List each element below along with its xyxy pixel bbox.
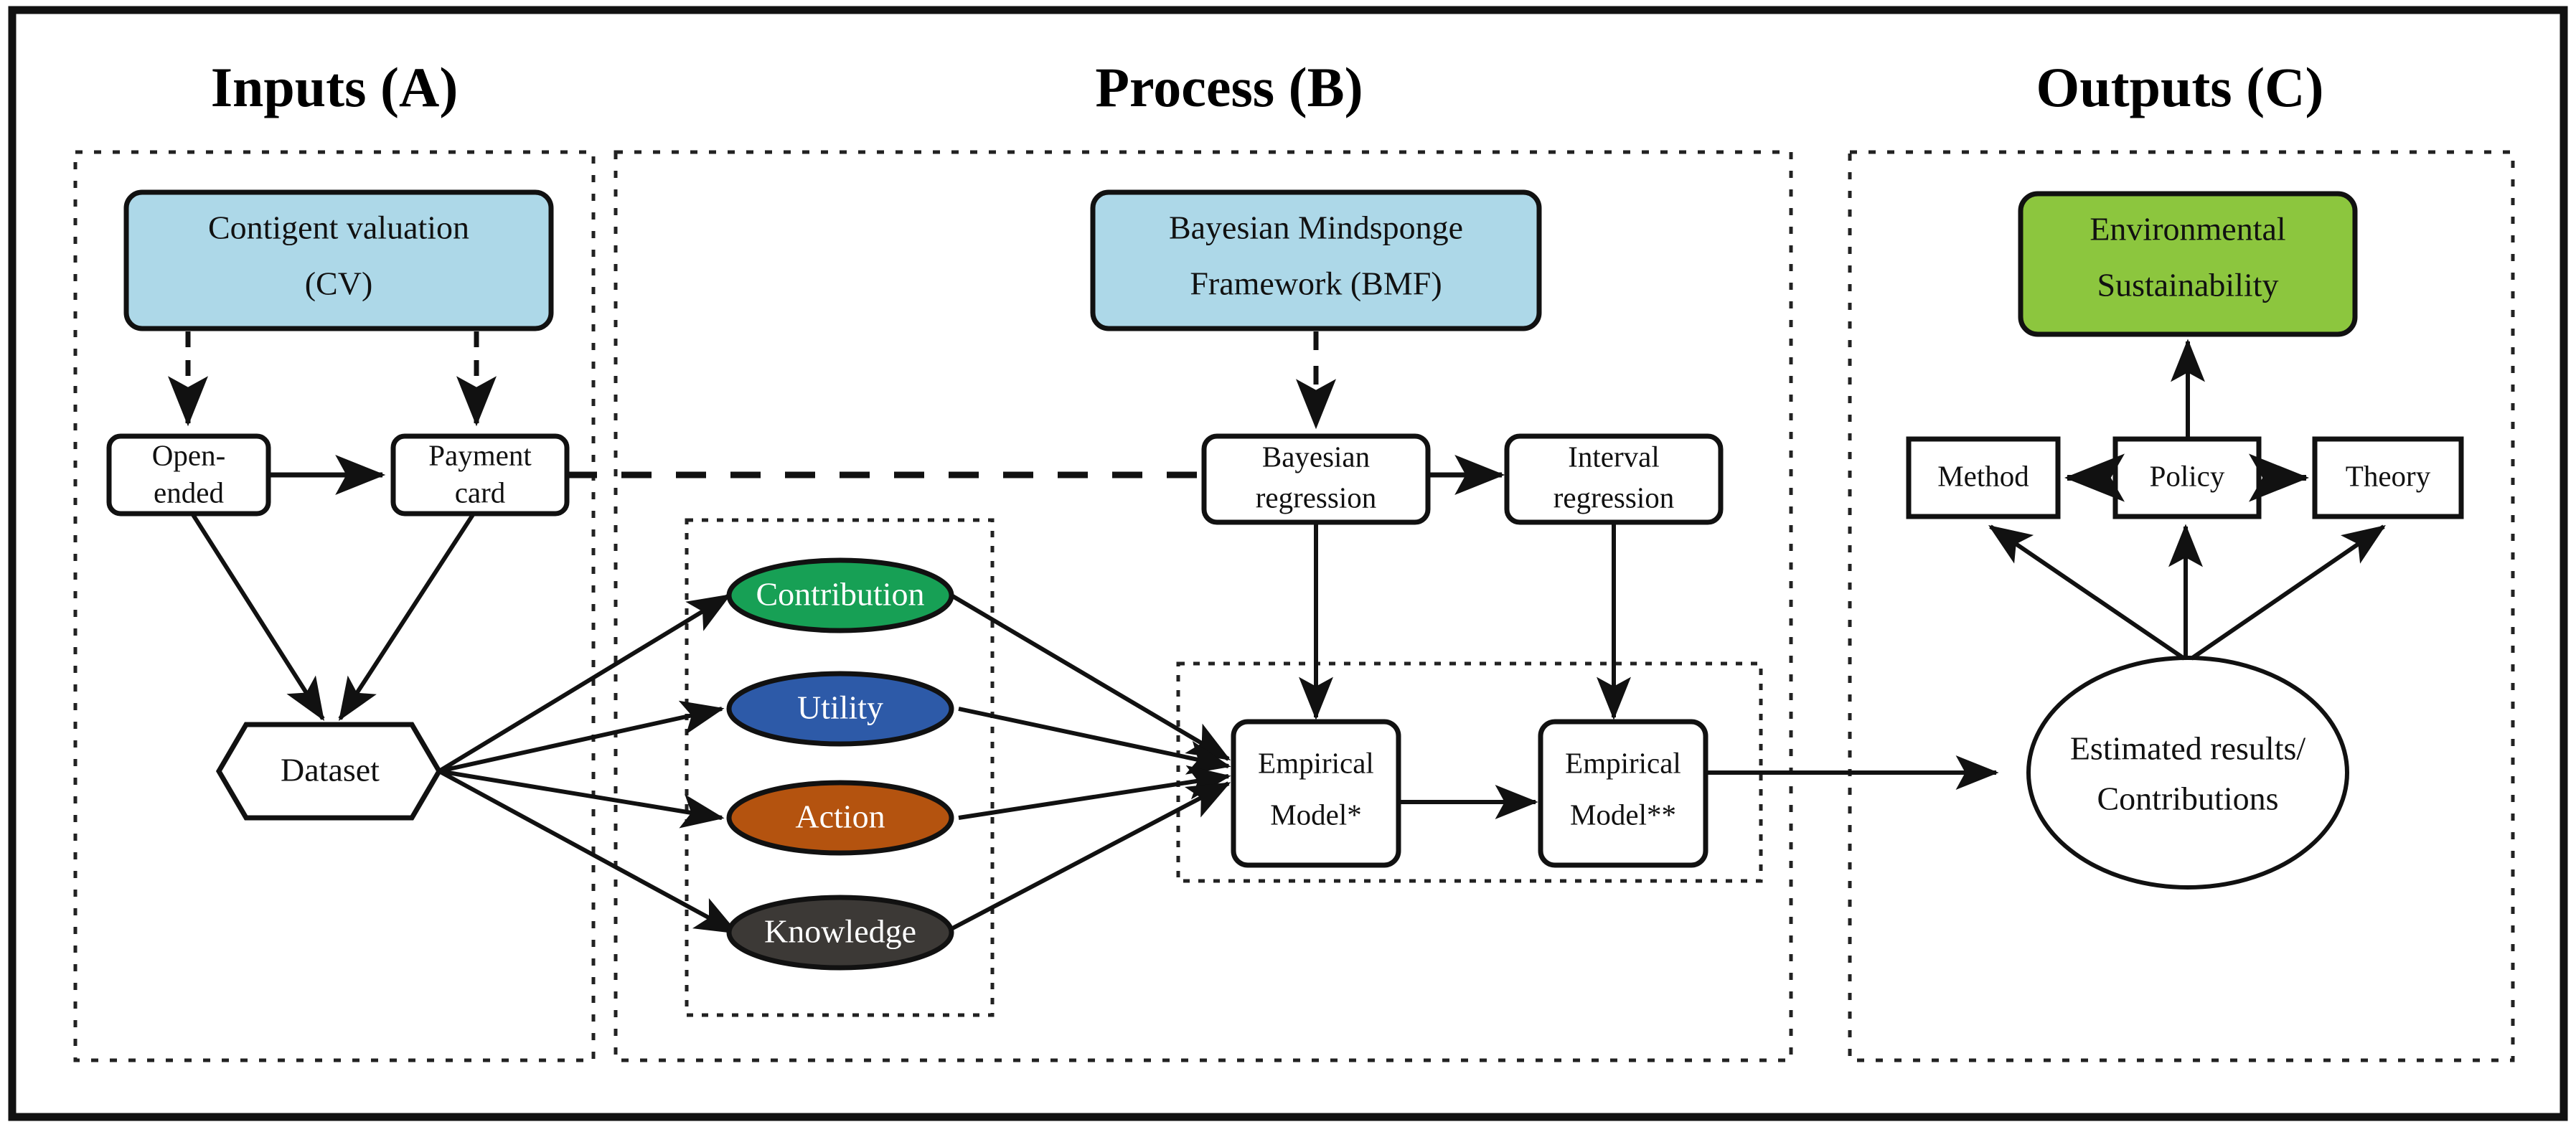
edge-utility-to-empirical-model-1 bbox=[958, 707, 1231, 775]
node-method-label: Method bbox=[1937, 459, 2029, 492]
node-method-shape bbox=[1906, 436, 2061, 519]
section-box-process bbox=[614, 150, 1793, 1062]
node-bayesian-mindsponge-framework[interactable]: Bayesian Mindsponge Framework (BMF) bbox=[1090, 189, 1542, 331]
node-contribution-shape bbox=[726, 557, 954, 633]
edge-payment-card-to-dataset bbox=[338, 512, 476, 722]
node-dataset[interactable]: Dataset bbox=[215, 722, 443, 821]
node-empirical-model-1-shape bbox=[1231, 719, 1401, 868]
node-policy-shape bbox=[2112, 436, 2262, 519]
node-estimated-results[interactable]: Estimated results/ Contributions bbox=[2026, 656, 2349, 890]
node-contribution-label: Contribution bbox=[756, 576, 924, 613]
edge-open-ended-to-dataset bbox=[190, 512, 325, 722]
node-utility-label: Utility bbox=[797, 689, 883, 726]
node-method[interactable]: Method bbox=[1906, 436, 2061, 519]
node-contigent-valuation-label-2: (CV) bbox=[305, 265, 373, 302]
node-dataset-shape bbox=[215, 722, 443, 821]
node-open-ended-label-1: Open- bbox=[152, 438, 225, 471]
node-bayesian-regression[interactable]: Bayesian regression bbox=[1201, 433, 1431, 525]
edge-estimated-results-to-method bbox=[1988, 524, 2186, 661]
node-environmental-sustainability[interactable]: Environmental Sustainability bbox=[2018, 191, 2358, 337]
node-estimated-results-label-2: Contributions bbox=[2097, 781, 2278, 817]
node-knowledge-label: Knowledge bbox=[764, 913, 916, 950]
node-payment-card[interactable]: Payment card bbox=[390, 433, 570, 517]
node-payment-card-label-1: Payment bbox=[428, 438, 532, 471]
node-policy[interactable]: Policy bbox=[2112, 436, 2262, 519]
node-action-label: Action bbox=[795, 798, 885, 835]
node-action-shape bbox=[726, 780, 954, 856]
node-empirical-model-2[interactable]: Empirical Model** bbox=[1538, 719, 1708, 868]
edge-dataset-to-action bbox=[438, 769, 725, 829]
edge-dataset-to-contribution bbox=[438, 593, 732, 773]
node-interval-regression-label-2: regression bbox=[1553, 481, 1675, 514]
node-empirical-model-2-label-1: Empirical bbox=[1565, 746, 1681, 779]
edge-contribution-to-empirical-model-1 bbox=[950, 593, 1231, 761]
node-bmf-shape bbox=[1090, 189, 1542, 331]
node-estimated-results-shape bbox=[2026, 656, 2349, 890]
edge-estimated-results-to-theory bbox=[2190, 524, 2386, 661]
section-title-outputs: Outputs (C) bbox=[2036, 56, 2324, 118]
node-interval-regression-label-1: Interval bbox=[1568, 440, 1659, 473]
node-contribution[interactable]: Contribution bbox=[726, 557, 954, 633]
node-policy-label: Policy bbox=[2150, 459, 2225, 492]
node-environmental-sustainability-shape bbox=[2018, 191, 2358, 337]
node-bmf-label-1: Bayesian Mindsponge bbox=[1169, 209, 1463, 246]
node-bayesian-regression-label-1: Bayesian bbox=[1262, 440, 1370, 473]
section-title-inputs: Inputs (A) bbox=[211, 56, 459, 118]
node-bayesian-regression-label-2: regression bbox=[1256, 481, 1377, 514]
node-contigent-valuation[interactable]: Contigent valuation (CV) bbox=[123, 189, 554, 331]
node-empirical-model-2-label-2: Model** bbox=[1570, 798, 1676, 831]
node-open-ended[interactable]: Open- ended bbox=[106, 433, 271, 517]
node-theory-label: Theory bbox=[2346, 459, 2431, 492]
node-utility-shape bbox=[726, 671, 954, 747]
node-dataset-label: Dataset bbox=[281, 752, 380, 788]
outer-frame bbox=[8, 6, 2568, 1121]
node-empirical-model-1-label-2: Model* bbox=[1270, 798, 1362, 831]
edge-dataset-to-knowledge bbox=[438, 769, 739, 935]
node-utility[interactable]: Utility bbox=[726, 671, 954, 747]
node-empirical-model-1[interactable]: Empirical Model* bbox=[1231, 719, 1401, 868]
node-contigent-valuation-label-1: Contigent valuation bbox=[208, 209, 469, 246]
node-theory-shape bbox=[2312, 436, 2464, 519]
section-box-outputs bbox=[1848, 150, 2515, 1062]
node-theory[interactable]: Theory bbox=[2312, 436, 2464, 519]
node-empirical-model-1-label-1: Empirical bbox=[1258, 746, 1374, 779]
node-environmental-sustainability-label-2: Sustainability bbox=[2097, 267, 2279, 303]
node-knowledge-shape bbox=[726, 895, 954, 971]
node-bmf-label-2: Framework (BMF) bbox=[1190, 265, 1442, 302]
node-open-ended-label-2: ended bbox=[154, 476, 224, 509]
node-knowledge[interactable]: Knowledge bbox=[726, 895, 954, 971]
node-payment-card-label-2: card bbox=[455, 476, 506, 509]
node-interval-regression[interactable]: Interval regression bbox=[1504, 433, 1724, 525]
node-payment-card-shape bbox=[390, 433, 570, 517]
group-box-bmf-values bbox=[685, 518, 995, 1017]
group-box-empirical-models bbox=[1176, 661, 1763, 883]
node-contigent-valuation-shape bbox=[123, 189, 554, 331]
node-estimated-results-label-1: Estimated results/ bbox=[2070, 730, 2306, 767]
node-action[interactable]: Action bbox=[726, 780, 954, 856]
edge-dataset-to-utility bbox=[438, 700, 725, 773]
edge-action-to-empirical-model-1 bbox=[958, 765, 1231, 820]
section-box-inputs bbox=[73, 150, 596, 1062]
node-environmental-sustainability-label-1: Environmental bbox=[2090, 211, 2285, 247]
section-title-process: Process (B) bbox=[1095, 56, 1363, 118]
node-empirical-model-2-shape bbox=[1538, 719, 1708, 868]
edge-knowledge-to-empirical-model-1 bbox=[943, 781, 1231, 935]
